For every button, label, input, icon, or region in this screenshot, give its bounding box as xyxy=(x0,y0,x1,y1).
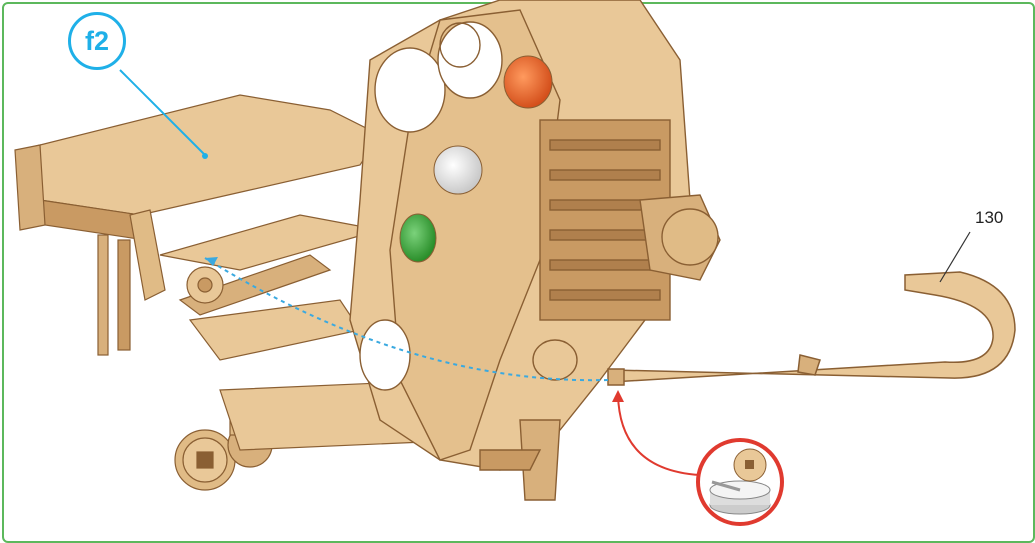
part-number-label: 130 xyxy=(975,208,1003,228)
glue-arrow xyxy=(618,395,700,475)
glue-pot-icon xyxy=(698,440,782,524)
f2-callout-label: f2 xyxy=(85,26,109,57)
f2-callout-badge: f2 xyxy=(68,12,126,70)
left-platform-frame xyxy=(15,95,380,360)
gear-piece-icon xyxy=(734,449,766,481)
